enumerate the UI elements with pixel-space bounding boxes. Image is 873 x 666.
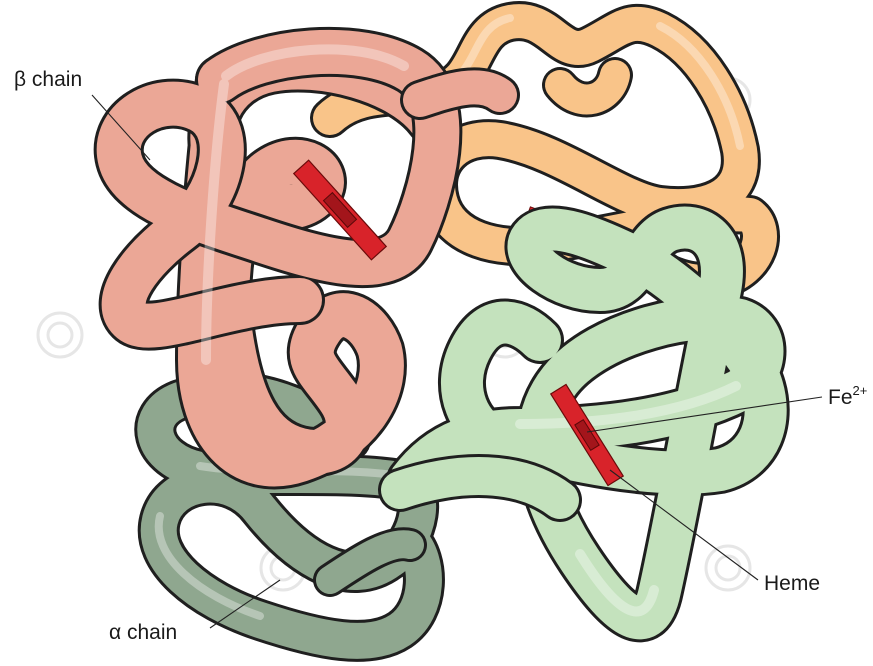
beta-chain-front — [93, 26, 520, 490]
heme-leader — [609, 469, 759, 581]
iron-leader — [586, 396, 823, 433]
alpha-chain-front — [378, 203, 790, 643]
heme-alpha — [549, 383, 625, 487]
alpha-chain-leader — [209, 579, 281, 629]
beta-chain-leader — [91, 94, 151, 161]
beta-chain-back — [310, 1, 780, 302]
alpha-chain-label: α chain — [109, 621, 177, 644]
heme-beta — [292, 159, 388, 261]
beta-chain-label: β chain — [14, 68, 82, 91]
iron-charge: 2+ — [853, 383, 868, 398]
heme-label: Heme — [764, 572, 820, 595]
iron-symbol: Fe — [828, 386, 853, 409]
iron-label: Fe2+ — [828, 383, 867, 409]
